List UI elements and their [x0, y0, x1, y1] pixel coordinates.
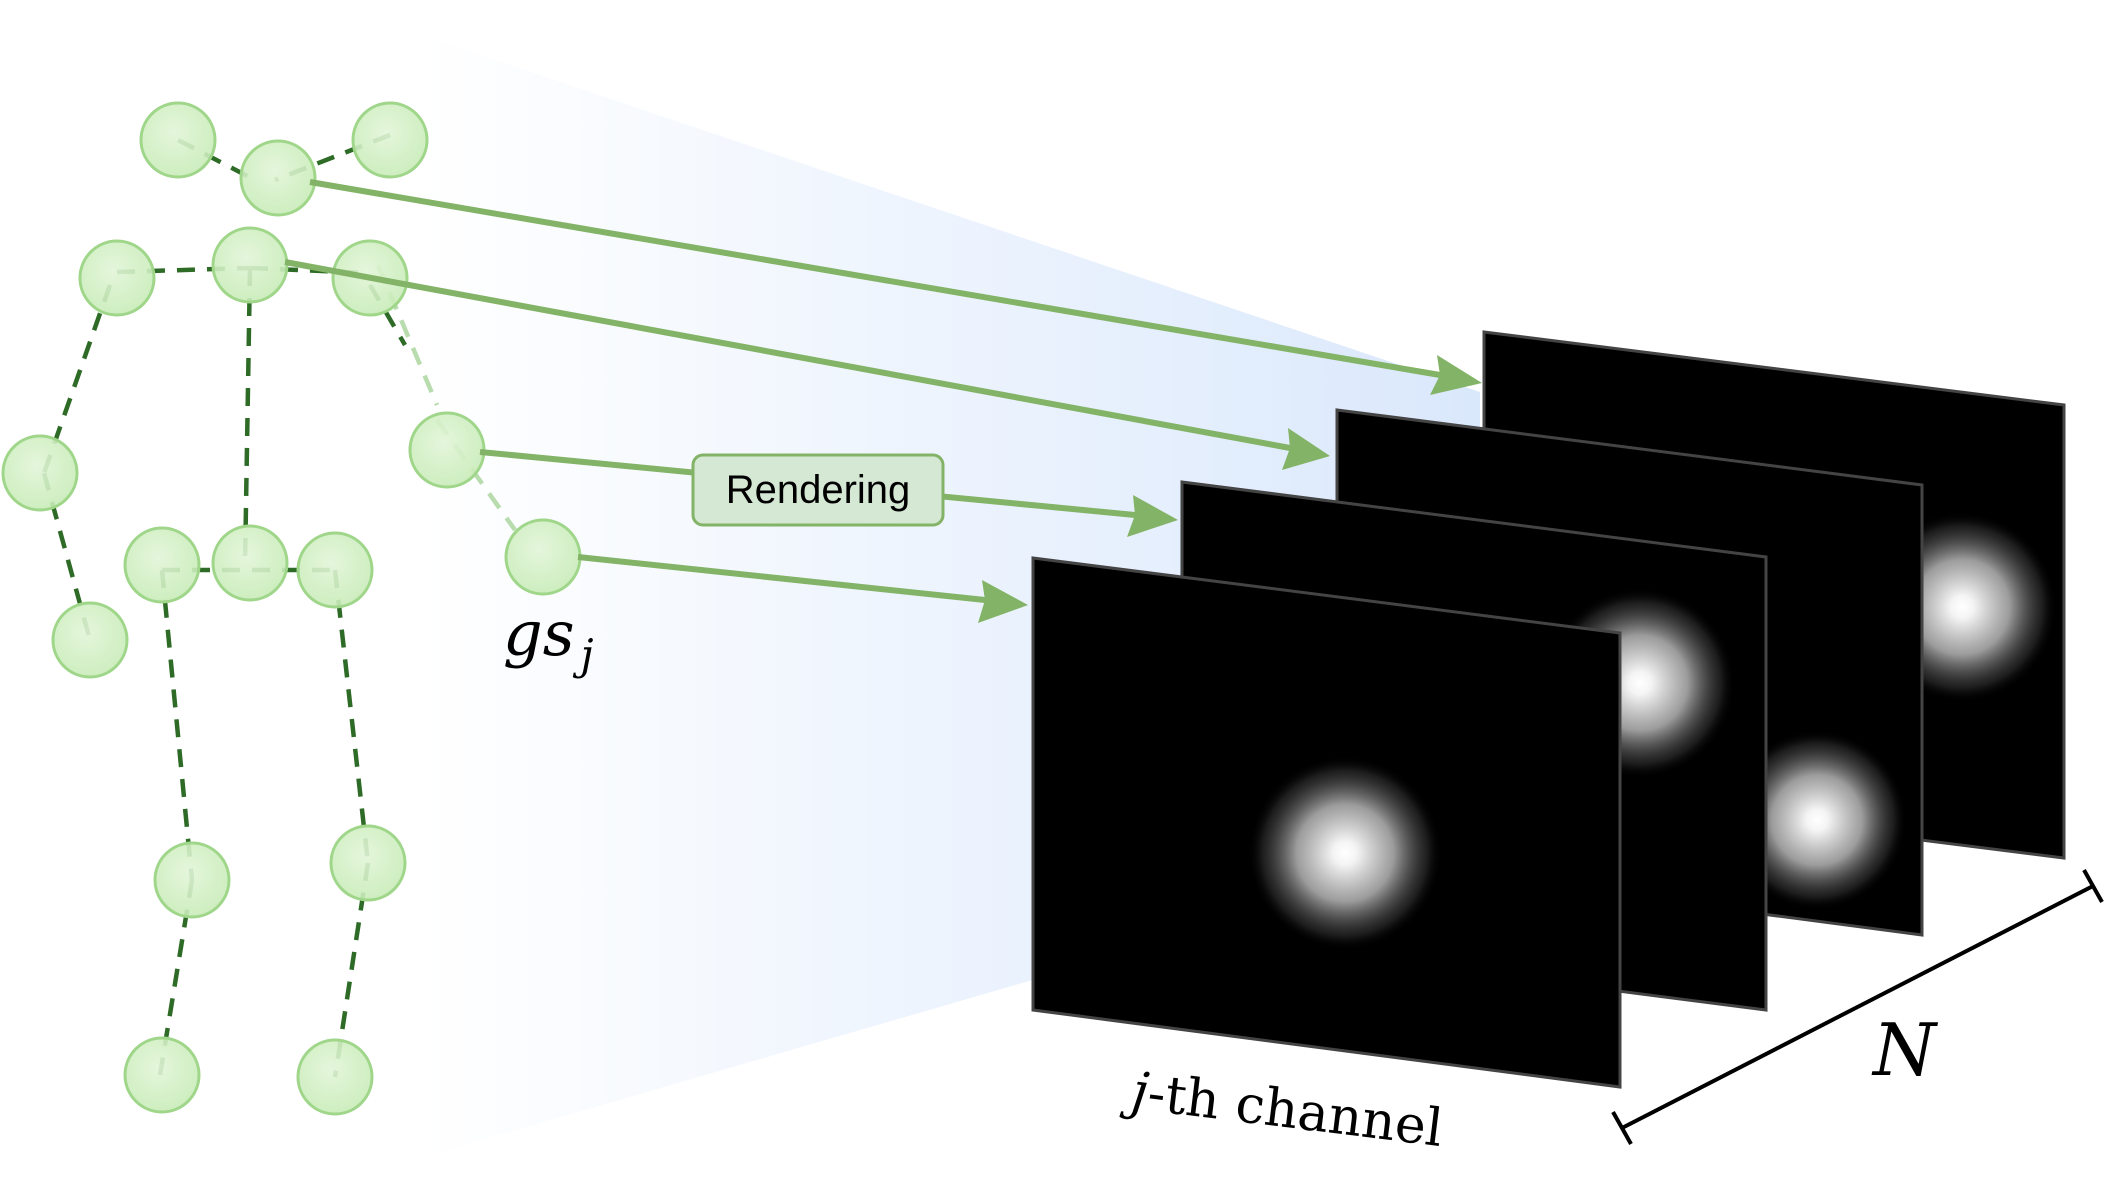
skeleton-joint-icon — [139, 101, 217, 179]
rendering-text: Rendering — [726, 468, 911, 512]
arrow-icon — [978, 580, 1028, 623]
skeleton-joint-icon — [351, 101, 429, 179]
skeleton-joint-icon — [1, 434, 79, 512]
bone — [375, 264, 440, 406]
skeleton-joint-icon — [123, 1036, 201, 1114]
skeleton-joint-icon — [329, 824, 407, 902]
skeleton-joint-icon — [211, 524, 289, 602]
gaussian-heatmap-icon — [1727, 730, 1907, 910]
gaussian-heatmap-icon — [1248, 756, 1442, 950]
arrow-icon — [1430, 355, 1482, 395]
arrow-icon — [1282, 428, 1330, 470]
rendering-label: Rendering — [691, 453, 945, 527]
arrow — [284, 259, 1291, 451]
skeleton-joint-icon — [51, 601, 129, 679]
skeleton-joint-icon — [408, 411, 486, 489]
bone — [159, 569, 195, 881]
skeleton-joint-icon — [296, 1038, 374, 1116]
bone — [242, 267, 253, 566]
n-dimension — [1611, 869, 2104, 1145]
skeleton-joint-icon — [123, 526, 201, 604]
skeleton-joint-icon — [504, 518, 582, 596]
skeleton-joint-icon — [211, 226, 289, 304]
skeleton-joint-icon — [153, 841, 231, 919]
channel-label: j-th channel — [1118, 1060, 1446, 1159]
bone — [116, 265, 251, 275]
channel-stack — [1031, 330, 2066, 1089]
skeleton-joint-icon — [296, 531, 374, 609]
arrow-icon — [1127, 495, 1178, 537]
channel-frame-j — [1031, 556, 1622, 1089]
bone — [332, 569, 371, 864]
n-label: N — [1871, 1008, 1939, 1092]
arrow — [577, 554, 986, 603]
skeleton-joint-icon — [78, 239, 156, 317]
skeleton-joint-icon — [239, 139, 317, 217]
arrow — [309, 179, 1441, 378]
